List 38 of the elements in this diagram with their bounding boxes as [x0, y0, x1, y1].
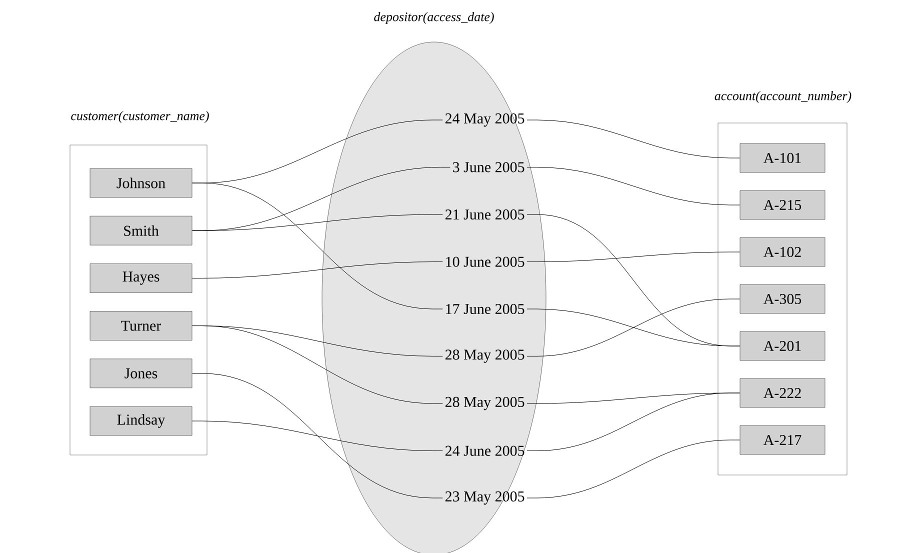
value-box: A-102 — [740, 237, 826, 267]
value-box: A-217 — [740, 425, 826, 455]
set-heading: depositor(access_date) — [374, 12, 494, 24]
connector-line — [192, 214, 443, 231]
value-box: Hayes — [90, 264, 192, 293]
date-label: 3 June 2005 — [453, 162, 524, 172]
set-heading: account(account_number) — [714, 91, 852, 103]
set-heading: customer(customer_name) — [71, 111, 209, 123]
date-label: 28 May 2005 — [445, 350, 524, 363]
date-label: 24 June 2005 — [445, 446, 524, 456]
connector-line — [526, 252, 740, 262]
date-label: 21 June 2005 — [445, 209, 524, 220]
value-box: A-101 — [740, 143, 826, 173]
date-label: 10 June 2005 — [446, 256, 524, 267]
value-box: A-215 — [740, 190, 826, 220]
connector-line — [192, 420, 443, 452]
value-box: A-305 — [740, 284, 826, 314]
value-box: Jones — [90, 358, 192, 388]
connector-line — [192, 373, 443, 498]
value-box: Smith — [90, 216, 192, 246]
value-box: Johnson — [90, 168, 192, 198]
connector-line — [526, 166, 740, 206]
value-box: Turner — [90, 311, 192, 340]
value-box: Lindsay — [90, 406, 192, 436]
connector-line — [526, 392, 740, 452]
connector-line — [526, 298, 740, 356]
date-label: 28 May 2005 — [445, 396, 524, 410]
connector-line — [192, 182, 443, 310]
connector-line — [526, 120, 740, 158]
connector-line — [192, 326, 443, 404]
connector-line — [192, 262, 443, 278]
connector-line — [526, 308, 740, 346]
value-box: A-222 — [740, 378, 826, 408]
connector-line — [526, 440, 740, 498]
value-box: A-201 — [740, 331, 826, 361]
date-label: 17 June 2005 — [446, 304, 524, 314]
date-label: 23 May 2005 — [445, 491, 524, 505]
date-label: 24 May 2005 — [445, 113, 524, 127]
